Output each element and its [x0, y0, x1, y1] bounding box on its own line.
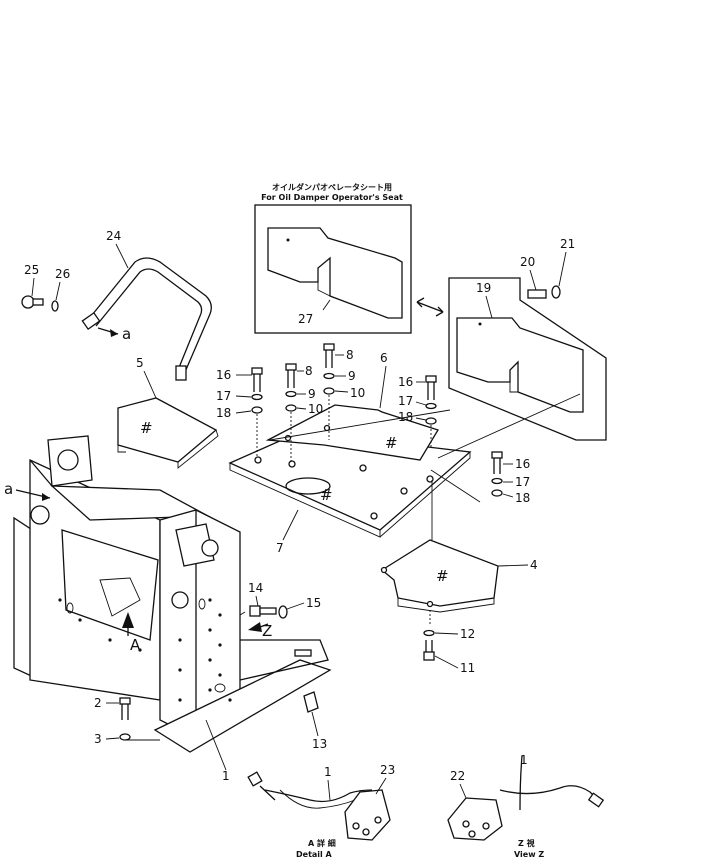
callout-12: 12 — [460, 627, 475, 641]
bolt-stack-center: 8 9 10 — [285, 363, 323, 462]
hatch-5: # — [140, 419, 153, 437]
bolt-14 — [249, 605, 261, 617]
callout-18-far-right: 18 — [515, 491, 530, 505]
callout-16-right: 16 — [398, 375, 413, 389]
part-4-plate: # 4 — [380, 539, 538, 626]
hatch-7: # — [320, 486, 333, 504]
callout-1-view-z: 1 — [520, 753, 528, 767]
view-z-jp: Z 視 — [518, 838, 535, 848]
bolt-stack-center-right: 8 9 10 — [323, 343, 365, 440]
callout-15: 15 — [306, 596, 321, 610]
label-Z: Z — [262, 622, 272, 640]
label-a-top: a — [122, 325, 131, 343]
bolt-2 — [119, 697, 131, 705]
detail-a-en: Detail A — [296, 850, 333, 859]
bolt-25-head — [21, 295, 35, 309]
callout-6: 6 — [380, 351, 388, 365]
hatch-4: # — [436, 567, 449, 585]
part-1-main-frame: a A Z 1 — [4, 435, 332, 783]
callout-17-left: 17 — [216, 389, 231, 403]
parts-25-26: 25 26 — [21, 263, 70, 312]
callout-16-left: 16 — [216, 368, 231, 382]
detail-a-jp: A 詳 細 — [308, 838, 336, 848]
parts-11-12: 12 11 — [423, 627, 475, 675]
callout-21: 21 — [560, 237, 575, 251]
washer-3 — [119, 733, 131, 741]
part-5-plate: # 5 — [117, 356, 219, 469]
parts-14-15: 14 15 — [239, 581, 321, 619]
parts-2-3: 2 3 — [94, 696, 160, 746]
callout-22: 22 — [450, 769, 465, 783]
callout-19: 19 — [476, 281, 491, 295]
part-19-cover: 19 20 21 — [448, 237, 607, 441]
washer-26 — [51, 300, 59, 312]
view-z: 1 22 Z 視 View Z — [447, 753, 605, 859]
callout-16-far-right: 16 — [515, 457, 530, 471]
bolt-11 — [423, 651, 435, 661]
washer-15 — [278, 605, 288, 619]
callout-7: 7 — [276, 541, 284, 555]
callout-8-right: 8 — [346, 348, 354, 362]
callout-17-far-right: 17 — [515, 475, 530, 489]
callout-9-right: 9 — [348, 369, 356, 383]
inset-title-jp: オイルダンパオペレータシート用 — [272, 182, 392, 192]
callout-14: 14 — [248, 581, 263, 595]
callout-20: 20 — [520, 255, 535, 269]
callout-17-right: 17 — [398, 394, 413, 408]
hatch-6: # — [385, 434, 398, 452]
inset-title-en: For Oil Damper Operator's Seat — [261, 193, 403, 202]
callout-3: 3 — [94, 732, 102, 746]
callout-4: 4 — [530, 558, 538, 572]
callout-9-center: 9 — [308, 387, 316, 401]
interchange-arrow — [416, 297, 444, 317]
callout-2: 2 — [94, 696, 102, 710]
view-z-en: View Z — [514, 850, 544, 859]
label-a-left: a — [4, 480, 13, 498]
bolt-stack-right: 16 17 18 — [398, 375, 437, 448]
callout-27: 27 — [298, 312, 313, 326]
detail-a: 1 23 A 詳 細 Detail A — [247, 763, 395, 859]
callout-13: 13 — [312, 737, 327, 751]
callout-1-frame: 1 — [222, 769, 230, 783]
washer-12 — [423, 629, 435, 637]
callout-24: 24 — [106, 229, 121, 243]
callout-10-center: 10 — [308, 402, 323, 416]
callout-26: 26 — [55, 267, 70, 281]
callout-1-detail-a: 1 — [324, 765, 332, 779]
callout-11: 11 — [460, 661, 475, 675]
label-A: A — [130, 636, 141, 654]
callout-5: 5 — [136, 356, 144, 370]
callout-25: 25 — [24, 263, 39, 277]
callout-18-left: 18 — [216, 406, 231, 420]
callout-23: 23 — [380, 763, 395, 777]
callout-8-center: 8 — [305, 364, 313, 378]
bolt-20 — [527, 289, 547, 299]
bolt-stack-left: 16 17 18 — [216, 367, 263, 456]
callout-10-right: 10 — [350, 386, 365, 400]
bolt-stack-far-right: 16 17 18 — [491, 451, 530, 505]
washer-21 — [551, 285, 561, 299]
inset-box: オイルダンパオペレータシート用 For Oil Damper Operator'… — [254, 182, 412, 334]
inset-cover-plate — [267, 227, 403, 319]
part-24-handrail: 24 a — [81, 229, 212, 381]
part-7-floor-plate: # 7 — [228, 431, 472, 555]
part-13: 13 — [303, 691, 327, 751]
